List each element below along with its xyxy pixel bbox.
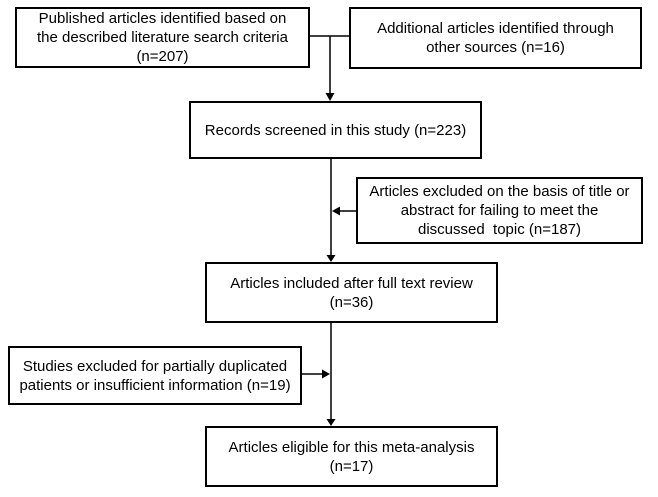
box-text-line: Studies excluded for partially duplicate… <box>22 357 288 375</box>
box-text-line: patients or insufficient information (n=… <box>19 376 291 394</box>
box-studies-excluded-duplicated: Studies excluded for partially duplicate… <box>8 346 302 405</box>
box-text-line: (n=207) <box>136 48 189 65</box>
box-text-line: Additional articles identified through <box>377 20 614 37</box>
box-text-line: abstract for failing to meet the <box>400 202 599 219</box>
box-text-line: (n=17) <box>329 457 374 475</box>
box-additional-articles: Additional articles identified through o… <box>349 7 642 69</box>
box-text-line: (n=36) <box>329 293 374 311</box>
box-articles-eligible: Articles eligible for this meta-analysis… <box>205 426 498 487</box>
box-articles-excluded-title-abstract: Articles excluded on the basis of title … <box>356 177 643 244</box>
box-text-line: Records screened in this study (n=223) <box>204 121 467 139</box>
box-text-line: Articles excluded on the basis of title … <box>369 183 630 200</box>
arrowhead-down-icon <box>325 93 335 101</box>
box-text-line: Articles eligible for this meta-analysis <box>228 438 475 456</box>
arrowhead-down-icon <box>326 419 336 426</box>
arrowhead-down-icon <box>326 255 336 262</box>
box-records-screened: Records screened in this study (n=223) <box>189 101 482 159</box>
arrowhead-left-icon <box>332 206 340 216</box>
box-text-line: Published articles identified based on <box>38 10 287 27</box>
arrowhead-right-icon <box>322 369 330 379</box>
box-text-line: other sources (n=16) <box>426 39 565 56</box>
box-published-articles: Published articles identified based on t… <box>15 7 310 68</box>
box-text-line: discussed topic (n=187) <box>417 221 581 238</box>
box-articles-included-full-text: Articles included after full text review… <box>205 262 498 323</box>
box-text-line: the described literature search criteria <box>37 29 288 46</box>
box-text-line: Articles included after full text review <box>230 274 473 292</box>
